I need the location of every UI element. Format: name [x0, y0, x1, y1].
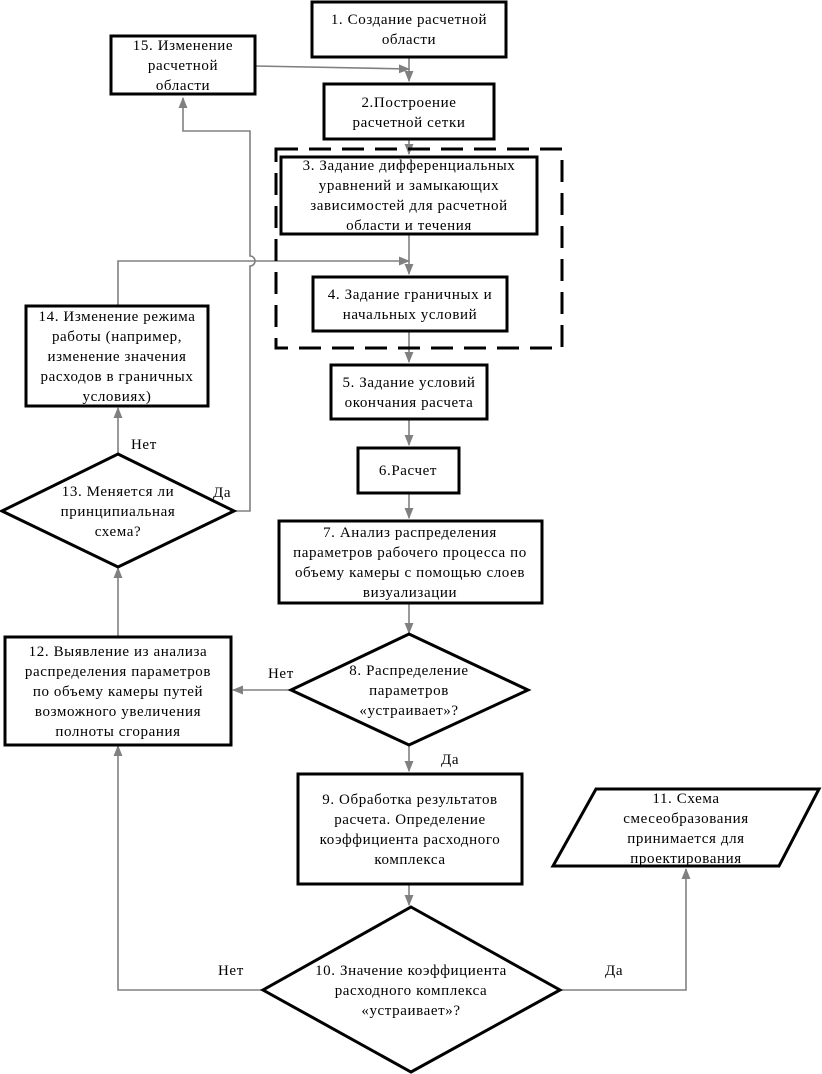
n1-line: области	[382, 32, 436, 48]
n12-line: распределения параметров	[25, 664, 211, 680]
node-12-box	[3, 635, 233, 747]
n10-line: 10. Значение коэффициента	[315, 963, 507, 979]
n3-line: уравнений и замыкающих	[319, 178, 499, 194]
n9-line: комплекса	[374, 852, 445, 868]
node-1: 1. Создание расчетной области	[331, 12, 487, 48]
edge-14-4	[117, 256, 411, 306]
node-11: 11. Схема смесеобразования принимается для…	[623, 791, 748, 867]
node-5: 5. Задание условий окончания расчета	[342, 375, 475, 411]
node-6: 6.Расчет	[379, 463, 437, 479]
n3-line: области и течения	[346, 218, 472, 234]
label-no-8: Нет	[268, 666, 294, 682]
node-2-box	[322, 82, 496, 141]
n10-line: расходного комплекса	[335, 983, 488, 999]
n13-line: 13. Меняется ли	[62, 484, 174, 500]
n13-line: схема?	[95, 524, 142, 540]
n7-line: объему камеры с помощью слоев	[295, 565, 525, 581]
n7-line: параметров рабочего процесса по	[293, 545, 527, 561]
edge-10-12	[113, 744, 263, 991]
n11-line: проектирования	[630, 851, 741, 867]
n2-line: расчетной сетки	[353, 115, 466, 131]
n3-line: зависимостей для расчетной	[310, 198, 508, 214]
edge-15-2	[254, 64, 411, 74]
node-15: 15. Изменение расчетной области	[133, 38, 233, 94]
node-3: 3. Задание дифференциальных уравнений и з…	[303, 158, 516, 234]
node-8: 8. Распределение параметров «устраивает»?	[349, 663, 468, 719]
n2-line: 2.Построение	[361, 95, 456, 111]
n11-line: принимается для	[627, 831, 744, 847]
n8-line: параметров	[369, 683, 449, 699]
node-10: 10. Значение коэффициента расходного комп…	[315, 963, 507, 1019]
n12-line: по объему камеры путей	[33, 684, 203, 700]
node-15-box	[109, 34, 257, 96]
n9-line: коэффициента расходного	[320, 832, 501, 848]
n8-line: «устраивает»?	[359, 703, 458, 719]
node-12: 12. Выявление из анализа распределения па…	[25, 644, 211, 740]
n12-line: возможного увеличения	[35, 704, 201, 720]
n15-line: расчетной	[148, 58, 218, 74]
n11-line: смесеобразования	[623, 811, 748, 827]
n7-line: визуализации	[363, 585, 457, 601]
node-9: 9. Обработка результатов расчета. Определ…	[320, 792, 501, 868]
node-10-diamond	[259, 905, 564, 1074]
n4-line: 4. Задание граничных и	[328, 287, 492, 303]
node-14-box	[24, 304, 210, 408]
label-no-10: Нет	[218, 963, 244, 979]
node-6-box	[356, 446, 461, 495]
n10-line: «устраивает»?	[361, 1003, 460, 1019]
label-no-13: Нет	[131, 437, 157, 453]
node-2: 2.Построение расчетной сетки	[353, 95, 466, 131]
n14-line: 14. Изменение режима	[39, 309, 196, 325]
n12-line: полноты сгорания	[55, 724, 180, 740]
edge-10-11	[560, 867, 691, 991]
n6-line: 6.Расчет	[379, 463, 437, 479]
n9-line: 9. Обработка результатов	[322, 792, 497, 808]
n15-line: области	[156, 78, 210, 94]
n8-line: 8. Распределение	[349, 663, 468, 679]
label-yes-8: Да	[441, 752, 459, 768]
node-13-diamond	[0, 452, 238, 569]
label-yes-13: Да	[213, 485, 231, 501]
n14-line: условиях)	[82, 389, 151, 405]
n15-line: 15. Изменение	[133, 38, 233, 54]
node-5-box	[329, 363, 489, 421]
n12-line: 12. Выявление из анализа	[29, 644, 208, 660]
node-4: 4. Задание граничных и начальных условий	[328, 287, 492, 323]
edge-13-15	[178, 96, 256, 512]
node-4-box	[311, 275, 509, 333]
label-yes-10: Да	[605, 963, 623, 979]
n3-line: 3. Задание дифференциальных	[303, 158, 516, 174]
n4-line: начальных условий	[343, 307, 478, 323]
node-3-box	[279, 155, 539, 236]
n13-line: принципиальная	[61, 504, 176, 520]
connectors	[113, 57, 691, 991]
n14-line: изменение значения	[47, 349, 186, 365]
node-1-box	[310, 0, 508, 59]
node-14: 14. Изменение режима работы (например, изм…	[39, 309, 196, 405]
node-11-parallelogram	[550, 787, 822, 868]
n5-line: 5. Задание условий	[342, 375, 475, 391]
n14-line: работы (например,	[52, 329, 182, 345]
n1-line: 1. Создание расчетной	[331, 12, 487, 28]
dashed-group-3-4	[274, 147, 564, 350]
n14-line: расходов в граничных	[41, 369, 194, 385]
n11-line: 11. Схема	[652, 791, 719, 807]
node-8-diamond	[287, 632, 532, 747]
node-9-box	[296, 772, 524, 886]
node-7: 7. Анализ распределения параметров рабоче…	[293, 525, 527, 601]
n9-line: расчета. Определение	[334, 812, 486, 828]
n7-line: 7. Анализ распределения	[323, 525, 497, 541]
n5-line: окончания расчета	[345, 395, 474, 411]
node-13: 13. Меняется ли принципиальная схема?	[61, 484, 176, 540]
node-7-box	[277, 519, 544, 605]
